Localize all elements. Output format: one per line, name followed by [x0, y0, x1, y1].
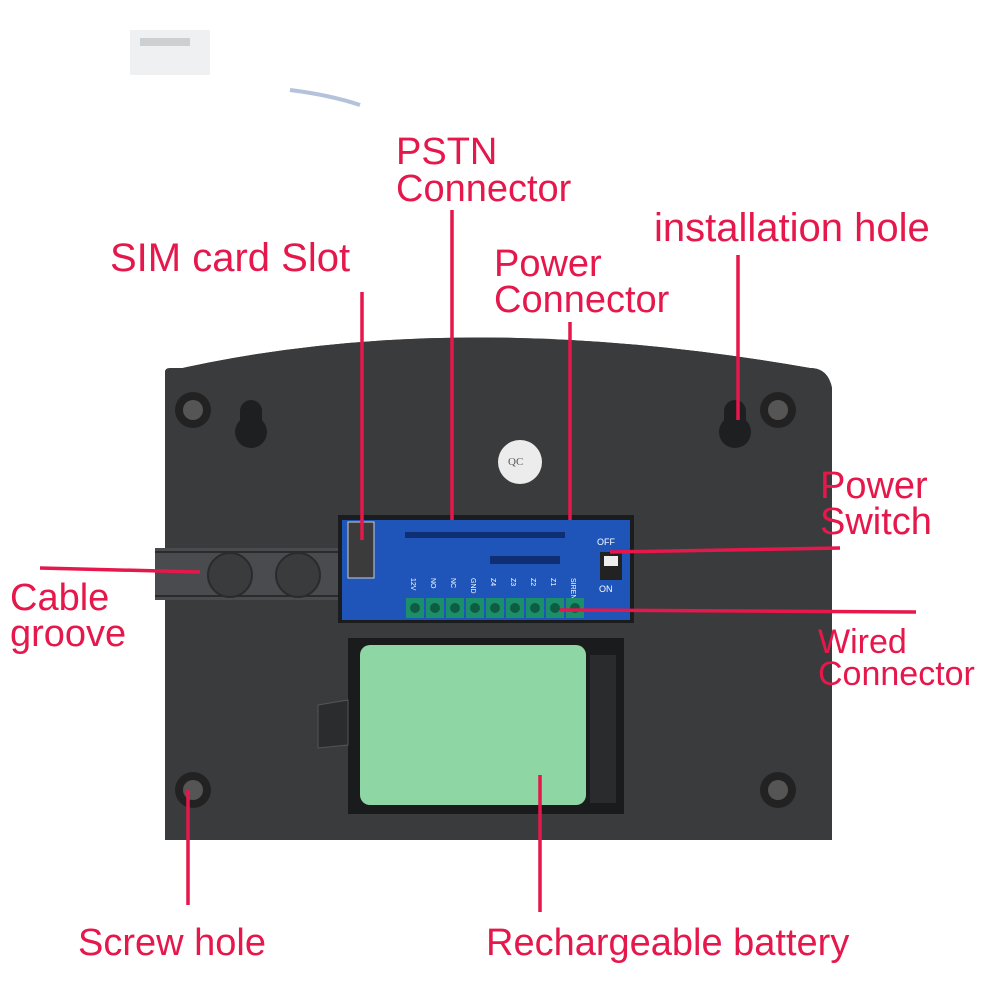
screw-hole-label: Screw hole	[78, 924, 266, 962]
terminal-label: Z3	[509, 578, 516, 586]
terminal-label: GND	[469, 578, 476, 594]
terminal-screw-head	[530, 603, 540, 613]
pcb-chip	[490, 556, 560, 564]
terminal-label: NO	[429, 578, 436, 589]
pcb-board: OFF ON 12V NO NC GND Z4 Z3 Z2 Z1 SIREN + -	[338, 515, 634, 623]
switch-on-label: ON	[599, 584, 613, 594]
cable-groove	[155, 548, 345, 600]
terminal-label: NC	[449, 578, 456, 588]
terminal-screw-head	[490, 603, 500, 613]
terminal-label: SIREN + -	[569, 578, 576, 610]
installation-hole-left	[235, 400, 267, 448]
terminal-screw-head	[450, 603, 460, 613]
pstn-connector-label: PSTN Connector	[396, 131, 572, 210]
power-switch-line2: Switch	[820, 501, 932, 543]
power-connector-line1: Power	[494, 243, 602, 285]
rechargeable-battery	[360, 645, 586, 805]
cable-label-line2: groove	[10, 613, 127, 655]
leader-cable	[39, 566, 201, 574]
power-switch-line1: Power	[820, 465, 928, 507]
terminal-screw-head	[410, 603, 420, 613]
terminal-screw-head	[430, 603, 440, 613]
installation-hole-label: installation hole	[654, 208, 930, 248]
battery-label-text: Rechargeable battery	[486, 922, 850, 964]
screw-hole-top-right	[760, 392, 796, 428]
installation-hole-right	[719, 400, 751, 448]
switch-off-label: OFF	[597, 537, 615, 547]
rechargeable-battery-label: Rechargeable battery	[486, 924, 849, 962]
pstn-label-line2: Connector	[396, 168, 572, 210]
screw-label-text: Screw hole	[78, 922, 266, 964]
leader-wired	[559, 608, 917, 614]
wired-label-line1: Wired	[818, 623, 907, 661]
power-switch[interactable]	[600, 552, 622, 580]
power-connector-label: Power Connector	[494, 243, 670, 321]
installation-label-text: installation hole	[654, 206, 930, 250]
terminal-label: Z4	[489, 578, 496, 586]
cable-groove-label: Cable groove	[10, 577, 127, 655]
sim-card-slot-label: SIM card Slot	[110, 238, 350, 278]
terminal-label: 12V	[409, 578, 416, 591]
power-switch-label: Power Switch	[820, 465, 932, 543]
qc-text: QC	[508, 456, 523, 468]
terminal-screw-head	[470, 603, 480, 613]
pcb-pin-header	[405, 532, 565, 538]
cable-label-line1: Cable	[10, 577, 110, 619]
leader-power-switch	[609, 546, 841, 554]
power-connector-line2: Connector	[494, 279, 670, 321]
screw-hole-bottom-right	[760, 772, 796, 808]
screw-hole-bottom-left	[175, 772, 211, 808]
top-decoration	[130, 30, 361, 107]
terminal-label: Z1	[549, 578, 556, 586]
pstn-label-line1: PSTN	[396, 131, 498, 173]
wired-label-line2: Connector	[818, 655, 975, 693]
wired-connector-label: Wired Connector	[818, 623, 975, 693]
leader-lines	[39, 210, 917, 912]
terminal-screw-head	[510, 603, 520, 613]
screw-hole-top-left	[175, 392, 211, 428]
battery-compartment	[317, 638, 624, 814]
sim-label-text: SIM card Slot	[110, 236, 351, 280]
terminal-label: Z2	[529, 578, 536, 586]
terminal-block: 12V NO NC GND Z4 Z3 Z2 Z1 SIREN + -	[406, 578, 584, 618]
terminal-screw-head	[550, 603, 560, 613]
qc-sticker: QC	[498, 440, 542, 484]
